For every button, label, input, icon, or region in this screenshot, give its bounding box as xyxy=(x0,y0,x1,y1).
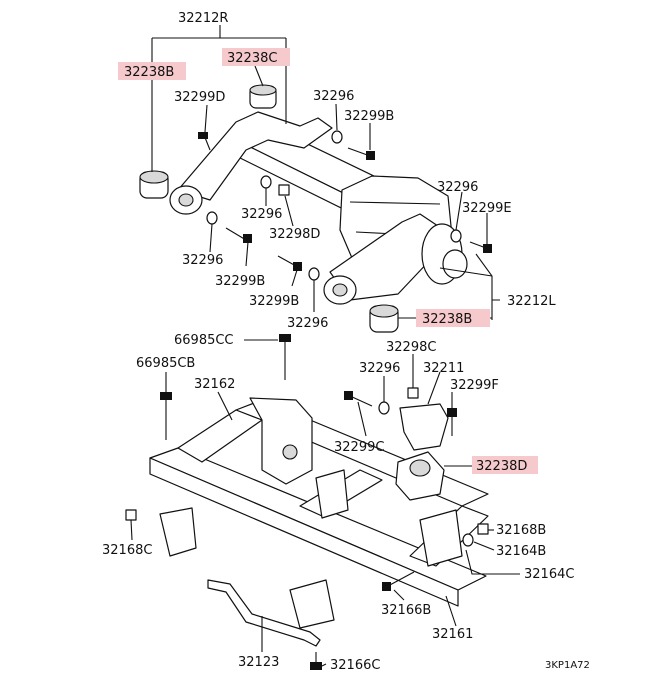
nut-32168B xyxy=(477,523,489,535)
washer-32296-left xyxy=(206,211,218,225)
bolt-32166B xyxy=(382,571,415,591)
callout-32299D[interactable]: 32299D xyxy=(174,90,225,105)
callout-32299E[interactable]: 32299E xyxy=(462,201,512,216)
bolt-32299F xyxy=(447,408,457,436)
rail-bracket-left xyxy=(159,507,197,557)
callout-32299B-a[interactable]: 32299B xyxy=(344,109,394,124)
callout-highlight-32238C xyxy=(222,48,290,66)
bolt-32299B-lower xyxy=(277,255,302,271)
callout-32166B[interactable]: 32166B xyxy=(381,603,431,618)
callout-32296-b[interactable]: 32296 xyxy=(437,180,478,195)
callout-32296-d[interactable]: 32296 xyxy=(182,253,223,268)
washer-32164B xyxy=(462,533,474,547)
diagram-code: 3KP1A72 xyxy=(545,660,590,671)
cross-beam-left xyxy=(177,409,263,463)
callout-32296-e[interactable]: 32296 xyxy=(287,316,328,331)
callout-32168C[interactable]: 32168C xyxy=(102,543,152,558)
bolt-32299D xyxy=(198,132,211,151)
washer-32296-upper xyxy=(331,130,343,144)
callout-32296-f[interactable]: 32296 xyxy=(359,361,400,376)
bolt-66985CB xyxy=(160,392,172,440)
callout-32238B-lower[interactable]: 32238B xyxy=(422,312,472,327)
callout-highlight-32238B-upper xyxy=(118,62,186,80)
callout-labels: 32212R 32238B 32238C 32299D 32296 32299B… xyxy=(102,11,590,673)
bolt-32299B-left xyxy=(225,227,252,243)
rail-bracket-right xyxy=(419,509,463,567)
bolt-66985CC xyxy=(279,334,291,380)
stay-32123 xyxy=(207,579,321,647)
bushing-32238B-right xyxy=(369,304,399,333)
callout-32162[interactable]: 32162 xyxy=(194,377,235,392)
callout-32238C[interactable]: 32238C xyxy=(227,51,277,66)
bolt-32166C xyxy=(310,652,322,670)
leader-lines xyxy=(130,25,520,667)
callout-32299B-b[interactable]: 32299B xyxy=(215,274,265,289)
callout-highlight-32238D xyxy=(472,456,538,474)
bushing-32238B-left xyxy=(139,170,169,199)
callout-32238D[interactable]: 32238D xyxy=(476,459,527,474)
callout-32164B[interactable]: 32164B xyxy=(496,544,546,559)
callout-highlight-32238B-lower xyxy=(416,309,490,327)
callout-32298D[interactable]: 32298D xyxy=(269,227,320,242)
callout-32168B[interactable]: 32168B xyxy=(496,523,546,538)
callout-32296-a[interactable]: 32296 xyxy=(313,89,354,104)
mount-bracket-32211 xyxy=(399,403,449,451)
callout-32299B-c[interactable]: 32299B xyxy=(249,294,299,309)
bushing-32212L-end xyxy=(323,275,357,305)
callout-32298C[interactable]: 32298C xyxy=(386,340,436,355)
callout-32211[interactable]: 32211 xyxy=(423,361,464,376)
support-bracket-32162 xyxy=(249,397,313,485)
bolt-32299E xyxy=(469,241,492,253)
callout-32296-c[interactable]: 32296 xyxy=(241,207,282,222)
frame-rail-rear-side xyxy=(149,457,459,607)
mount-32238D xyxy=(395,451,445,501)
nut-32298C xyxy=(407,387,419,399)
callout-32212L[interactable]: 32212L xyxy=(507,294,556,309)
rail-bracket-center xyxy=(315,469,349,519)
callout-32166C[interactable]: 32166C xyxy=(330,658,380,673)
callout-32164C[interactable]: 32164C xyxy=(524,567,574,582)
washer-32296-mid xyxy=(260,175,272,189)
washer-32296-bracket xyxy=(378,401,390,415)
left-support-arm xyxy=(177,111,333,201)
output-flange-hub xyxy=(442,249,468,279)
rail-bracket-rear xyxy=(289,579,335,629)
nut-32168C xyxy=(125,509,137,521)
bushing-32238C xyxy=(249,84,277,109)
washer-32296-lower xyxy=(308,267,320,281)
callout-32161[interactable]: 32161 xyxy=(432,627,473,642)
bushing-32238B-left-inner xyxy=(169,185,203,215)
callout-32123[interactable]: 32123 xyxy=(238,655,279,670)
bolt-32299C xyxy=(344,391,373,407)
callout-66985CB[interactable]: 66985CB xyxy=(136,356,195,371)
callout-66985CC[interactable]: 66985CC xyxy=(174,333,234,348)
differential-support-assembly xyxy=(139,84,492,333)
callout-32212R[interactable]: 32212R xyxy=(178,11,228,26)
callout-32299C[interactable]: 32299C xyxy=(334,440,384,455)
nut-32298D xyxy=(278,184,290,196)
washer-32296-right xyxy=(450,229,462,243)
crossmember-assembly xyxy=(125,334,489,670)
bracket-hole xyxy=(282,444,298,460)
bolt-32299B-upper xyxy=(347,147,375,160)
callout-32299F[interactable]: 32299F xyxy=(450,378,499,393)
callout-32238B-upper[interactable]: 32238B xyxy=(124,65,174,80)
